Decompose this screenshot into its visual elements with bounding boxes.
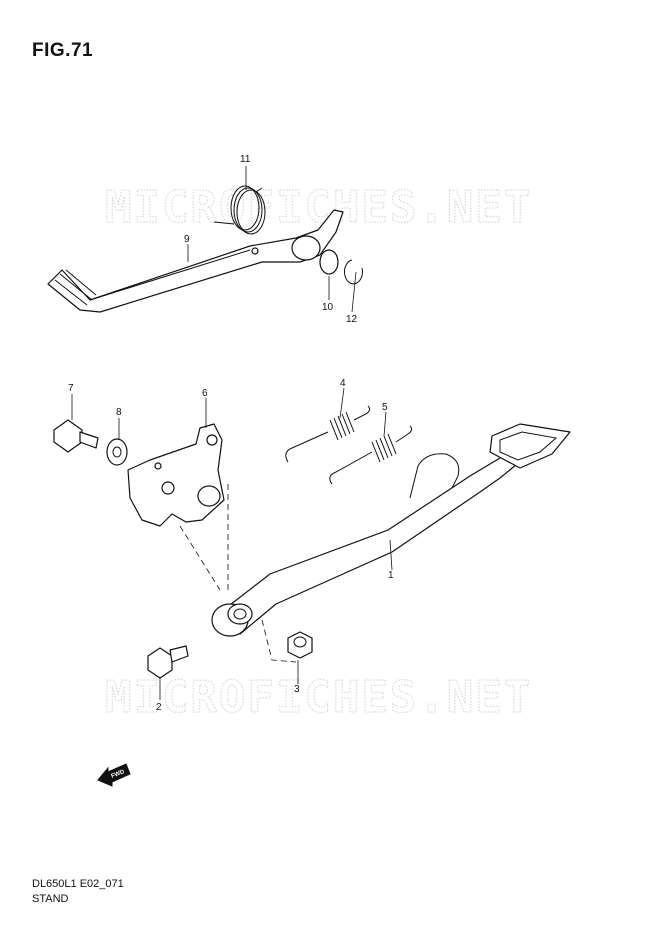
model-code: DL650L1 E02_071 bbox=[32, 878, 124, 890]
washer-8-part bbox=[106, 438, 128, 466]
circlip-part bbox=[343, 259, 363, 285]
brake-pedal-part bbox=[47, 209, 344, 313]
callout-11: 11 bbox=[240, 154, 251, 165]
nut-3-part bbox=[287, 631, 313, 659]
callout-12: 12 bbox=[346, 314, 358, 325]
watermark-top: MICROFICHES.NET bbox=[105, 182, 532, 233]
callout-1: 1 bbox=[388, 570, 394, 581]
fwd-arrow-icon: FWD bbox=[97, 763, 131, 787]
callout-8: 8 bbox=[116, 407, 122, 418]
stand-spring-4-part bbox=[285, 405, 371, 463]
watermark-bottom: MICROFICHES.NET bbox=[105, 672, 532, 723]
callout-9: 9 bbox=[184, 234, 190, 245]
stand-spring-5-part bbox=[329, 425, 413, 485]
figure-title: FIG.71 bbox=[32, 40, 94, 61]
callout-2: 2 bbox=[156, 702, 162, 713]
fwd-label: FWD bbox=[110, 769, 126, 780]
washer-ring-part bbox=[319, 249, 339, 275]
bolt-2-part bbox=[147, 645, 189, 679]
callout-10: 10 bbox=[322, 302, 334, 313]
bracket-part bbox=[127, 423, 225, 527]
pedal-spring-part bbox=[213, 185, 266, 235]
side-stand-part bbox=[211, 423, 571, 637]
callout-4: 4 bbox=[340, 378, 346, 389]
callout-7: 7 bbox=[68, 383, 74, 394]
callout-6: 6 bbox=[202, 388, 208, 399]
figure-caption: STAND bbox=[32, 893, 69, 905]
bolt-7-part bbox=[53, 419, 99, 453]
callout-5: 5 bbox=[382, 402, 388, 413]
callout-3: 3 bbox=[294, 684, 300, 695]
